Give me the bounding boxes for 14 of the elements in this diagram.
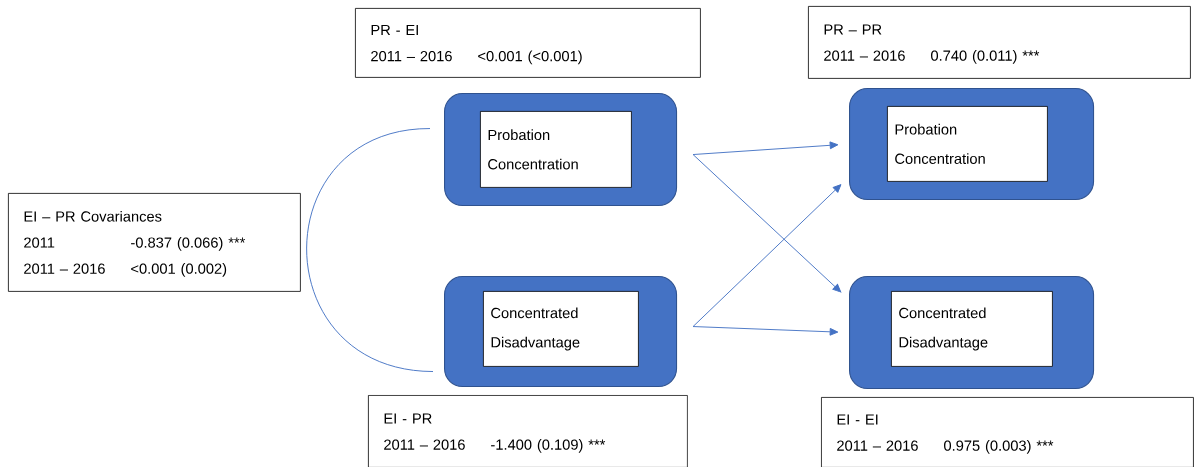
stat-box: PR - EI 2011 – 2016 <0.001 (<0.001) xyxy=(355,8,701,78)
stat-box: EI – PR Covariances 2011 -0.837 (0.066) *** 2011 – 2016 <0.001 (0.002) xyxy=(8,193,301,292)
label-box: Probation Concentration xyxy=(480,111,632,188)
label-box: Concentrated Disadvantage xyxy=(483,291,639,367)
stat-box: PR – PR 2011 – 2016 0.740 (0.011) *** xyxy=(808,6,1191,79)
arrow xyxy=(692,184,842,327)
stat-box: EI - PR 2011 – 2016 -1.400 (0.109) *** xyxy=(368,395,688,467)
stat-box: EI - EI 2011 – 2016 0.975 (0.003) *** xyxy=(821,397,1194,467)
label-box: Probation Concentration xyxy=(887,106,1048,182)
arrow xyxy=(692,154,842,293)
arrow xyxy=(692,326,839,336)
label-box: Concentrated Disadvantage xyxy=(891,291,1053,367)
arrow xyxy=(692,141,839,155)
curved-line xyxy=(306,128,434,372)
